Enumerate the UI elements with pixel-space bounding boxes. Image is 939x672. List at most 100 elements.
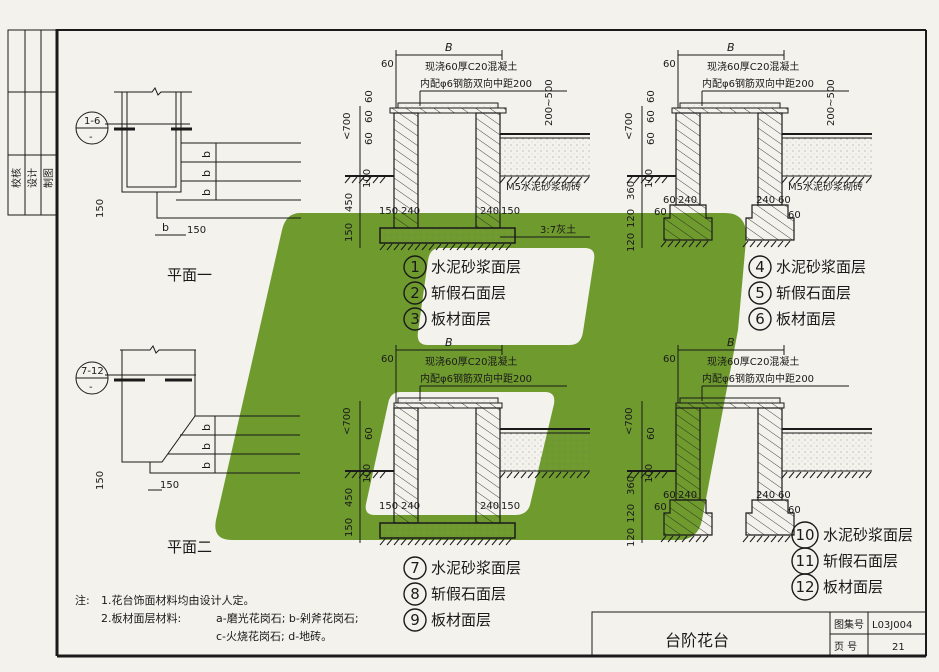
concrete-note-line2: 内配φ6钢筋双向中距200 bbox=[702, 372, 814, 385]
legend-number: 12 bbox=[795, 578, 814, 596]
soil-hatch bbox=[795, 471, 802, 479]
dim-label: 120 bbox=[626, 209, 637, 228]
drawing-title: 台阶花台 bbox=[665, 631, 729, 650]
soil-hatch bbox=[435, 243, 442, 251]
watermark-logo bbox=[215, 213, 747, 540]
soil-hatch bbox=[788, 471, 795, 479]
soil-hatch bbox=[756, 240, 763, 248]
soil-hatch bbox=[749, 240, 756, 248]
dim-b: b bbox=[200, 462, 213, 469]
dim-label: 150 bbox=[344, 518, 355, 537]
dim-label: 240 bbox=[401, 501, 420, 512]
plan-one: 1-6 - b b b 150 b 150 平面一 bbox=[75, 87, 301, 284]
legend-label: 斩假石面层 bbox=[431, 284, 506, 302]
left-brick-wall bbox=[675, 112, 701, 206]
pavement-base bbox=[782, 433, 872, 471]
legend-label: 水泥砂浆面层 bbox=[431, 258, 521, 276]
dim-label: <700 bbox=[624, 113, 635, 140]
dim-b: b bbox=[200, 151, 213, 158]
dim-label: 450 bbox=[344, 193, 355, 212]
legend-number-circle bbox=[791, 573, 819, 601]
dim-label: 120 bbox=[626, 504, 637, 523]
dim-label: 360 bbox=[626, 476, 637, 495]
cap-finish-layer bbox=[393, 402, 503, 409]
lime-soil-footing bbox=[379, 522, 516, 539]
soil-hatch bbox=[386, 538, 393, 546]
legend-label: 板材面层 bbox=[431, 611, 491, 629]
soil-hatch bbox=[428, 243, 435, 251]
soil-hatch bbox=[742, 535, 749, 543]
section-stepped-footing: B现浇60厚C20混凝土内配φ6钢筋双向中距20060606060200~500… bbox=[624, 41, 872, 252]
soil-hatch bbox=[400, 243, 407, 251]
soil-hatch bbox=[844, 176, 851, 184]
concrete-note-line1: 现浇60厚C20混凝土 bbox=[707, 60, 799, 73]
soil-hatch bbox=[784, 535, 791, 543]
soil-hatch bbox=[534, 471, 541, 479]
soil-hatch bbox=[470, 243, 477, 251]
soil-hatch bbox=[633, 471, 640, 479]
soil-hatch bbox=[562, 176, 569, 184]
soil-hatch bbox=[541, 471, 548, 479]
dim-label: 100 bbox=[362, 464, 373, 483]
dim-label: 60 bbox=[663, 195, 676, 206]
signoff-block: 校核 设计 制图 bbox=[7, 29, 58, 216]
cap-finish-layer bbox=[671, 107, 789, 114]
legend-number-circle bbox=[403, 608, 427, 632]
section-ref-sub: - bbox=[89, 382, 93, 393]
soil-hatch bbox=[569, 176, 576, 184]
dim-label: 60 bbox=[364, 132, 375, 145]
dim-label: 150 bbox=[501, 206, 520, 217]
soil-hatch bbox=[695, 535, 702, 543]
soil-hatch bbox=[777, 535, 784, 543]
soil-hatch bbox=[777, 240, 784, 248]
legend-number-circle bbox=[748, 307, 772, 331]
dim-label: 120 bbox=[626, 528, 637, 547]
concrete-cap bbox=[679, 397, 781, 404]
soil-hatch bbox=[569, 471, 576, 479]
soil-hatch bbox=[344, 471, 351, 479]
soil-hatch bbox=[823, 471, 830, 479]
left-brick-wall bbox=[393, 112, 419, 229]
soil-hatch bbox=[865, 176, 872, 184]
dim-150: 150 bbox=[95, 471, 106, 490]
pavement-base bbox=[500, 433, 590, 471]
soil-hatch bbox=[555, 176, 562, 184]
soil-hatch bbox=[788, 176, 795, 184]
dim-label: 240 bbox=[678, 490, 697, 501]
signoff-check-label: 校核 bbox=[10, 168, 23, 188]
legend-number: 1 bbox=[410, 258, 420, 276]
dim-label: 240 bbox=[480, 501, 499, 512]
soil-hatch bbox=[660, 240, 667, 248]
soil-hatch bbox=[763, 535, 770, 543]
legend-label: 斩假石面层 bbox=[823, 552, 898, 570]
dim-label: 450 bbox=[344, 488, 355, 507]
soil-hatch bbox=[688, 535, 695, 543]
dim-b: b bbox=[162, 221, 169, 234]
dim-label: 60 bbox=[646, 90, 657, 103]
soil-hatch bbox=[506, 471, 513, 479]
soil-hatch bbox=[795, 176, 802, 184]
pavement-base bbox=[500, 138, 590, 176]
dim-label: 200~500 bbox=[826, 79, 837, 126]
soil-hatch bbox=[456, 243, 463, 251]
soil-hatch bbox=[784, 240, 791, 248]
soil-hatch bbox=[449, 243, 456, 251]
dim-label: 240 bbox=[480, 206, 499, 217]
soil-hatch bbox=[555, 471, 562, 479]
soil-hatch bbox=[414, 538, 421, 546]
soil-hatch bbox=[499, 471, 506, 479]
soil-hatch bbox=[456, 538, 463, 546]
soil-hatch bbox=[379, 471, 386, 479]
concrete-note-line2: 内配φ6钢筋双向中距200 bbox=[420, 77, 532, 90]
dim-150: 150 bbox=[187, 225, 206, 236]
section-ref-sub: - bbox=[89, 132, 93, 143]
dim-b: b bbox=[200, 424, 213, 431]
dim-150: 150 bbox=[160, 480, 179, 491]
dim-label: 60 bbox=[654, 207, 667, 218]
page-label: 页 号 bbox=[834, 641, 857, 653]
